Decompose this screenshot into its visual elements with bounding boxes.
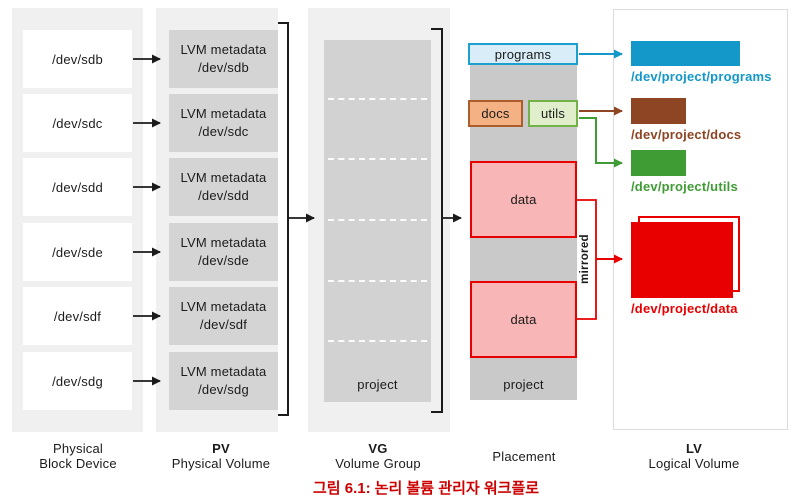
pv-box: LVM metadata /dev/sdc: [169, 94, 278, 152]
extent-divider: [328, 219, 427, 221]
physical-device-box: /dev/sdd: [23, 158, 132, 216]
placement-segment-programs: programs: [468, 43, 578, 65]
pv-box: LVM metadata /dev/sdd: [169, 158, 278, 216]
placement-segment-docs: docs: [468, 100, 523, 127]
pv-device-label: /dev/sdf: [199, 317, 248, 332]
physical-device-box: /dev/sdb: [23, 30, 132, 88]
pv-device-label: /dev/sdd: [198, 188, 249, 203]
physical-column-label-line1: Physical: [52, 441, 104, 456]
placement-volume-name: project: [503, 377, 544, 392]
lv-path-utils: /dev/project/utils: [631, 179, 738, 194]
pv-group-bracket: [278, 22, 289, 416]
placement-segment-data-top: data: [470, 161, 577, 238]
extent-divider: [328, 280, 427, 282]
pv-metadata-label: LVM metadata: [180, 235, 267, 251]
physical-column-label: Physical Block Device: [39, 441, 117, 471]
lv-column-label-line2: Logical Volume: [648, 456, 740, 471]
pv-device-label: /dev/sdb: [198, 60, 249, 75]
pv-metadata-label: LVM metadata: [180, 170, 267, 186]
pv-metadata-label: LVM metadata: [180, 106, 267, 122]
physical-device-box: /dev/sdf: [23, 287, 132, 345]
pv-device-label: /dev/sde: [198, 253, 249, 268]
placement-column-label: Placement: [492, 449, 555, 464]
vg-column-label-line2: Volume Group: [335, 456, 421, 471]
lv-rect-data: [631, 222, 733, 298]
placement-segment-utils: utils: [528, 100, 578, 127]
physical-device-box: /dev/sde: [23, 223, 132, 281]
pv-column-label-line2: Physical Volume: [171, 456, 271, 471]
pv-column-label: PV Physical Volume: [172, 441, 270, 471]
physical-device-box: /dev/sdc: [23, 94, 132, 152]
pv-box: LVM metadata /dev/sdg: [169, 352, 278, 410]
placement-column-label-line1: Placement: [492, 449, 556, 464]
pv-box: LVM metadata /dev/sdf: [169, 287, 278, 345]
lv-panel: [613, 9, 788, 430]
figure-caption: 그림 6.1: 논리 볼륨 관리자 워크플로: [312, 480, 540, 497]
lv-column-label: LV Logical Volume: [649, 441, 740, 471]
lv-path-programs: /dev/project/programs: [631, 69, 772, 84]
placement-segment-data-bottom: data: [470, 281, 577, 358]
pv-box: LVM metadata /dev/sde: [169, 223, 278, 281]
lv-rect-utils: [631, 150, 686, 176]
pv-device-label: /dev/sdg: [198, 382, 249, 397]
extent-divider: [328, 98, 427, 100]
vg-column-label: VG Volume Group: [335, 441, 421, 471]
extent-divider: [328, 158, 427, 160]
physical-column-label-line2: Block Device: [39, 456, 117, 471]
vg-column-label-line1: VG: [368, 441, 388, 456]
physical-device-box: /dev/sdg: [23, 352, 132, 410]
volume-group-box: [324, 40, 431, 402]
mirrored-label: mirrored: [579, 231, 591, 287]
pv-metadata-label: LVM metadata: [180, 299, 267, 315]
lv-column-label-line1: LV: [685, 441, 703, 456]
extent-divider: [328, 340, 427, 342]
lv-rect-docs: [631, 98, 686, 124]
lv-path-docs: /dev/project/docs: [631, 127, 742, 142]
pv-column-label-line1: PV: [212, 441, 230, 456]
lv-rect-programs: [631, 41, 740, 66]
vg-volume-name: project: [357, 377, 398, 392]
pv-metadata-label: LVM metadata: [180, 364, 267, 380]
pv-box: LVM metadata /dev/sdb: [169, 30, 278, 88]
pv-metadata-label: LVM metadata: [180, 42, 267, 58]
pv-device-label: /dev/sdc: [198, 124, 249, 139]
lv-path-data: /dev/project/data: [631, 301, 738, 316]
